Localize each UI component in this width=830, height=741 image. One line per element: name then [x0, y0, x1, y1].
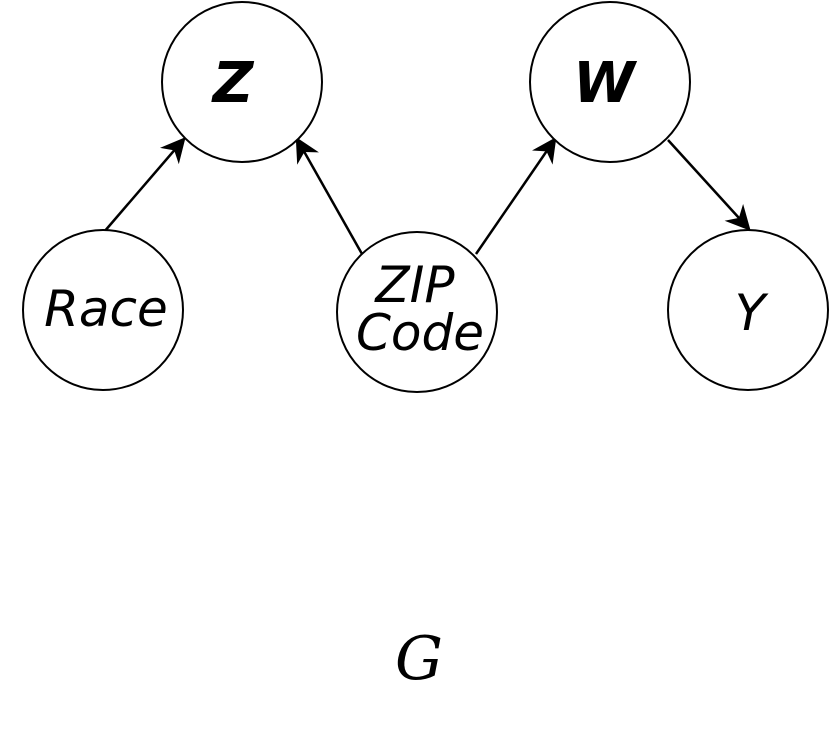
edge-w-to-y — [667, 139, 751, 231]
node-w-label: W — [573, 51, 638, 116]
node-zip-code-label-line2: Code — [356, 304, 484, 362]
node-w: W — [529, 1, 691, 163]
node-zip-code: ZIP Code — [336, 231, 498, 393]
graph-label: G — [395, 624, 443, 694]
node-zip-code-circle — [336, 231, 498, 393]
node-y: Y — [667, 229, 829, 391]
node-zip-code-label-line1: ZIP — [373, 256, 455, 314]
node-y-circle — [667, 229, 829, 391]
node-y-label: Y — [735, 284, 769, 342]
node-z-label: Z — [211, 51, 255, 116]
edge-zip-to-z — [295, 136, 364, 255]
edge-zip-to-w — [474, 136, 557, 255]
node-race-circle — [22, 229, 184, 391]
node-race: Race — [22, 229, 184, 391]
node-z: Z — [161, 1, 323, 163]
node-race-label: Race — [44, 280, 168, 338]
node-z-circle — [161, 1, 323, 163]
edge-race-to-z — [103, 137, 186, 233]
node-w-circle — [529, 1, 691, 163]
